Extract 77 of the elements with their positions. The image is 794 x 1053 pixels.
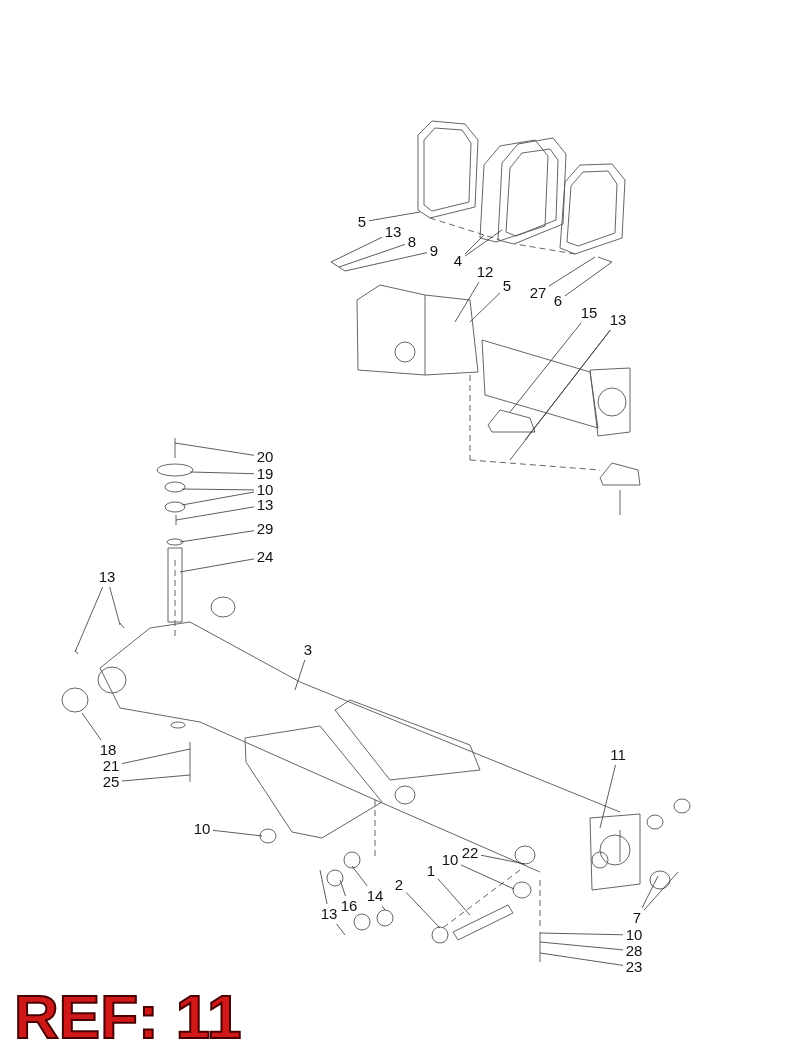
leader-line <box>74 586 104 653</box>
callout-number: 10 <box>255 481 275 499</box>
callout-number: 8 <box>406 233 418 251</box>
leader-line <box>539 932 624 936</box>
leader-line <box>539 941 624 951</box>
callout-number: 3 <box>302 641 314 659</box>
callout-number: 14 <box>365 887 385 905</box>
leader-line <box>469 292 501 323</box>
leader-line <box>509 322 582 413</box>
leader-line <box>81 712 102 741</box>
leader-line <box>339 879 346 897</box>
leader-line <box>539 952 624 966</box>
callout-number: 20 <box>255 448 275 466</box>
callout-number: 23 <box>624 958 644 976</box>
leader-line <box>368 211 421 222</box>
leader-line <box>460 864 515 890</box>
leader-line <box>121 748 191 764</box>
leader-line <box>509 329 611 461</box>
leader-line <box>344 252 428 272</box>
leader-line <box>330 236 383 263</box>
callout-number: 1 <box>425 862 437 880</box>
leader-line <box>181 491 255 506</box>
callout-number: 13 <box>255 496 275 514</box>
reference-label: REF: 11 <box>14 982 242 1052</box>
leader-line <box>454 281 480 323</box>
callout-number: 10 <box>192 820 212 838</box>
leader-line <box>599 764 616 829</box>
leader-line <box>189 471 255 475</box>
callout-number: 13 <box>383 223 403 241</box>
leader-line <box>175 506 255 521</box>
leader-line <box>548 256 596 287</box>
leader-line <box>464 234 485 255</box>
leader-line <box>381 905 386 911</box>
leader-line <box>212 829 263 837</box>
callout-number: 5 <box>356 213 368 231</box>
callout-number: 13 <box>97 568 117 586</box>
callout-number: 5 <box>501 277 513 295</box>
callout-number: 25 <box>101 773 121 791</box>
leader-line <box>437 878 471 916</box>
leader-line <box>181 488 255 491</box>
leader-line <box>405 891 441 929</box>
leader-line <box>464 229 503 257</box>
callout-number: 28 <box>624 942 644 960</box>
callout-number: 24 <box>255 548 275 566</box>
callout-number: 13 <box>608 311 628 329</box>
leader-line <box>294 659 306 691</box>
callout-number: 2 <box>393 876 405 894</box>
callout-number: 29 <box>255 520 275 538</box>
leader-line <box>641 875 659 909</box>
leader-line <box>480 854 526 865</box>
callout-number: 4 <box>452 252 464 270</box>
leader-line <box>121 774 191 782</box>
callout-number: 15 <box>579 304 599 322</box>
leader-line <box>174 442 255 456</box>
callout-number: 22 <box>460 844 480 862</box>
callout-number: 11 <box>608 746 628 764</box>
leader-line <box>336 923 346 936</box>
leader-line <box>338 244 406 268</box>
callout-number: 10 <box>624 926 644 944</box>
callout-number: 21 <box>101 757 121 775</box>
callout-number: 27 <box>528 284 548 302</box>
callout-number: 18 <box>98 741 118 759</box>
leader-line <box>109 586 121 626</box>
callout-number: 16 <box>339 897 359 915</box>
leader-line <box>643 871 679 911</box>
leader-line <box>179 530 255 543</box>
callout-number: 6 <box>552 292 564 310</box>
callout-number: 7 <box>631 909 643 927</box>
leader-line <box>351 865 368 887</box>
callout-number: 9 <box>428 242 440 260</box>
callout-number: 19 <box>255 465 275 483</box>
callout-number: 12 <box>475 263 495 281</box>
leader-line <box>564 261 613 297</box>
callout-number: 13 <box>319 905 339 923</box>
callout-number: 10 <box>440 851 460 869</box>
leader-line <box>179 558 255 573</box>
leader-line <box>319 869 328 905</box>
